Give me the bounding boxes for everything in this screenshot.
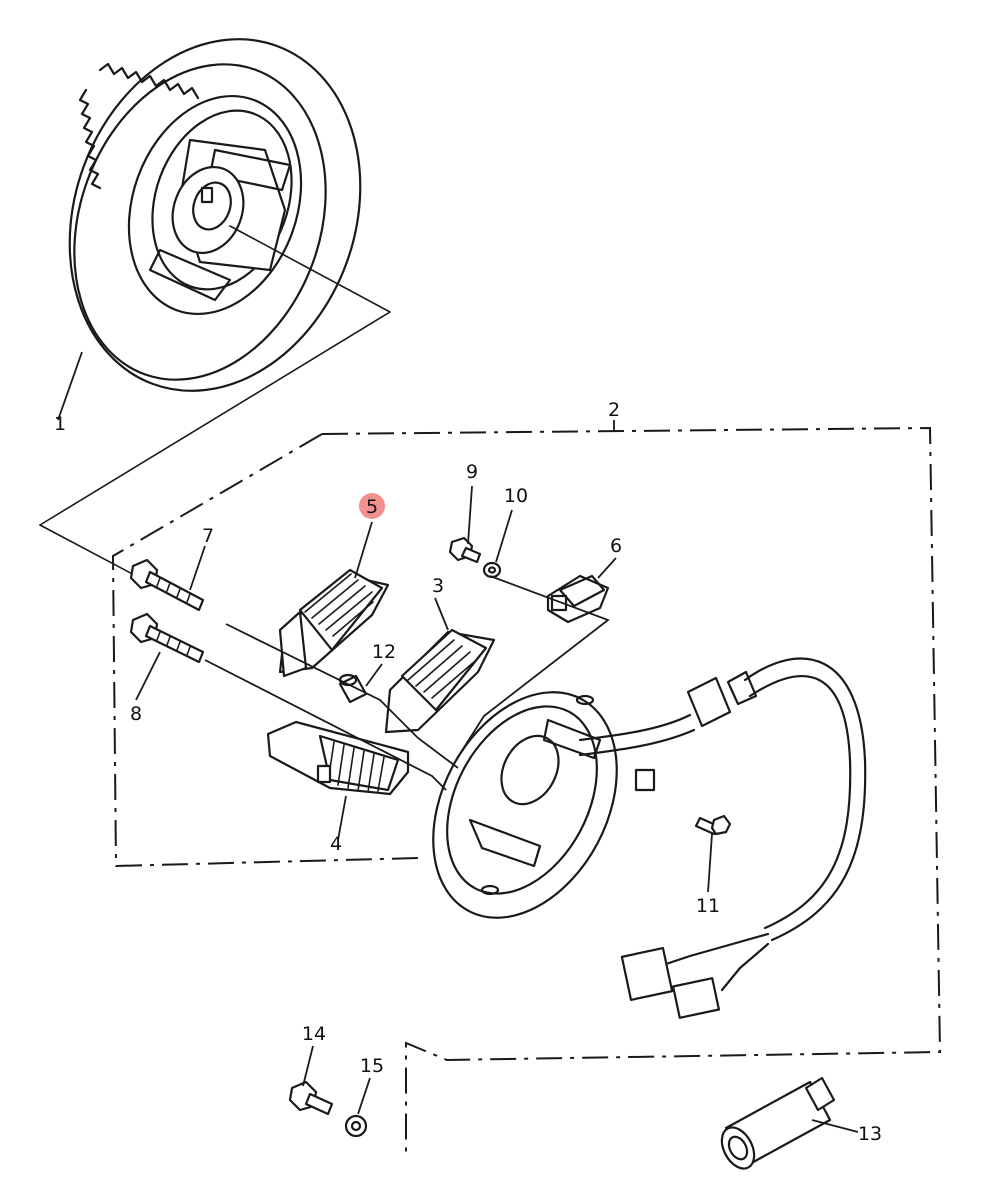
- screw-9[interactable]: [448, 536, 482, 564]
- callout-9: 9: [466, 461, 478, 483]
- pickup-6[interactable]: [546, 574, 610, 624]
- callout-15: 15: [360, 1055, 384, 1077]
- callout-10: 10: [504, 485, 528, 507]
- callout-14: 14: [302, 1023, 326, 1045]
- screw-8[interactable]: [129, 612, 205, 664]
- callout-3: 3: [432, 575, 444, 597]
- callout-1: 1: [54, 413, 66, 435]
- callout-5: 5: [366, 496, 378, 518]
- coil-5[interactable]: [278, 568, 390, 678]
- flywheel-rotor[interactable]: [22, 0, 408, 526]
- callout-12: 12: [372, 641, 396, 663]
- stator-assembly-outline: [39, 426, 942, 1153]
- screw-7[interactable]: [129, 558, 205, 612]
- callout-6: 6: [610, 535, 622, 557]
- callout-11: 11: [696, 895, 720, 917]
- stator-base-plate[interactable]: [396, 661, 656, 950]
- callout-2: 2: [608, 399, 620, 421]
- callout-7: 7: [202, 525, 214, 547]
- callout-8: 8: [130, 703, 142, 725]
- collar-12[interactable]: [338, 673, 368, 704]
- washer-15[interactable]: [344, 1114, 368, 1138]
- bolt-14[interactable]: [288, 1080, 334, 1116]
- highlight-marker: [359, 493, 385, 519]
- leader-lines: [57, 351, 859, 1133]
- wire-harness[interactable]: [578, 657, 867, 1019]
- coil-3[interactable]: [384, 628, 496, 734]
- puller-13[interactable]: [715, 1076, 836, 1174]
- callout-4: 4: [330, 833, 342, 855]
- callout-13: 13: [858, 1123, 882, 1145]
- coil-4[interactable]: [266, 720, 410, 796]
- screw-11[interactable]: [694, 814, 732, 836]
- washer-10[interactable]: [482, 561, 502, 579]
